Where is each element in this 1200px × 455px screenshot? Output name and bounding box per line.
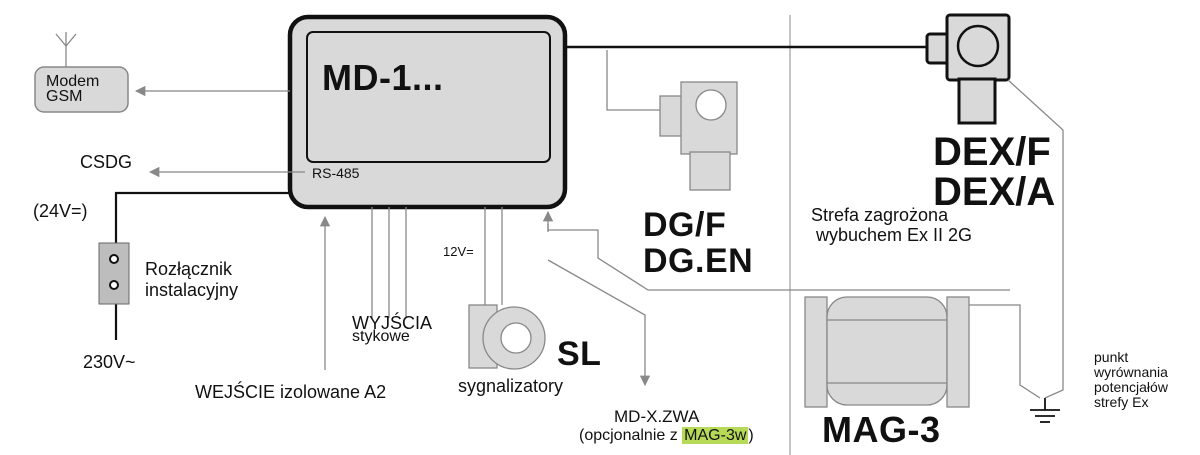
dex-label: DEX/F DEX/A [933, 132, 1055, 212]
switch-label: Rozłącznik instalacyjny [145, 259, 238, 301]
switch-contact-top [109, 254, 119, 264]
zwa-note: (opcjonalnie z MAG-3w) [579, 427, 754, 444]
dg-detector [659, 81, 738, 191]
zwa-label: MD-X.ZWA [614, 407, 700, 426]
mag3-label: MAG-3 [822, 409, 941, 450]
signaler-code: SL [557, 335, 602, 373]
signaler-device [468, 304, 546, 370]
mag3-device [804, 296, 970, 408]
controller-name: MD-1... [322, 57, 444, 98]
zone-label-line2: wybuchem Ex II 2G [816, 225, 973, 245]
controller-port-label: RS-485 [312, 165, 360, 181]
zwa-note-suffix: ) [748, 427, 754, 444]
dex-label-line1: DEX/F [933, 130, 1051, 174]
zwa-note-prefix: (opcjonalnie z [579, 427, 683, 444]
supply-12v-label: 12V= [443, 244, 474, 259]
csdg-label: CSDG [80, 152, 133, 172]
modem-label-line2: GSM [46, 88, 83, 105]
input-label: WEJŚCIE izolowane A2 [195, 382, 387, 402]
zwa-note-highlight: MAG-3w [682, 427, 749, 444]
switch-box [98, 242, 130, 305]
zone-label: Strefa zagrożona wybuchem Ex II 2G [811, 205, 972, 245]
outputs-label-line1: WYJŚCIA [352, 313, 433, 333]
signalers-label: sygnalizatory [458, 376, 564, 396]
modem-label-line1: Modem [46, 73, 100, 90]
zone-label-line1: Strefa zagrożona [811, 205, 949, 225]
dex-ground-line [1007, 79, 1064, 399]
switch-label-line1: Rozłącznik [145, 259, 233, 279]
dg-label-line2: DG.EN [643, 242, 754, 280]
antenna-icon [55, 32, 77, 68]
modem-label: Modem GSM [46, 73, 100, 105]
controller-screen [306, 31, 551, 163]
modem-box [34, 66, 129, 113]
supply-230v-label: 230V~ [83, 352, 136, 372]
zwa-link [547, 259, 651, 387]
dg-label-line1: DG/F [643, 206, 727, 244]
eq-label-line1: punkt [1094, 349, 1129, 365]
eq-label-line2: wyrównania [1094, 364, 1168, 380]
eq-label-line3: potencjałów [1094, 379, 1168, 395]
supply-24v-label: (24V=) [33, 201, 88, 221]
dex-label-line2: DEX/A [933, 170, 1056, 214]
mag3-ground-line [969, 304, 1041, 399]
ground-icon [1030, 398, 1060, 423]
equipotential-label: punkt wyrównania potencjałów strefy Ex [1094, 350, 1168, 410]
eq-label-line4: strefy Ex [1094, 394, 1149, 410]
outputs-label: WYJŚCIA stykowe [352, 313, 433, 345]
dg-label: DG/F DG.EN [643, 207, 753, 279]
dex-detector [925, 13, 1011, 125]
switch-label-line2: instalacyjny [145, 280, 239, 300]
switch-contact-bottom [109, 280, 119, 290]
dg-link [606, 50, 680, 111]
outputs-label-line2: stykowe [352, 328, 410, 345]
